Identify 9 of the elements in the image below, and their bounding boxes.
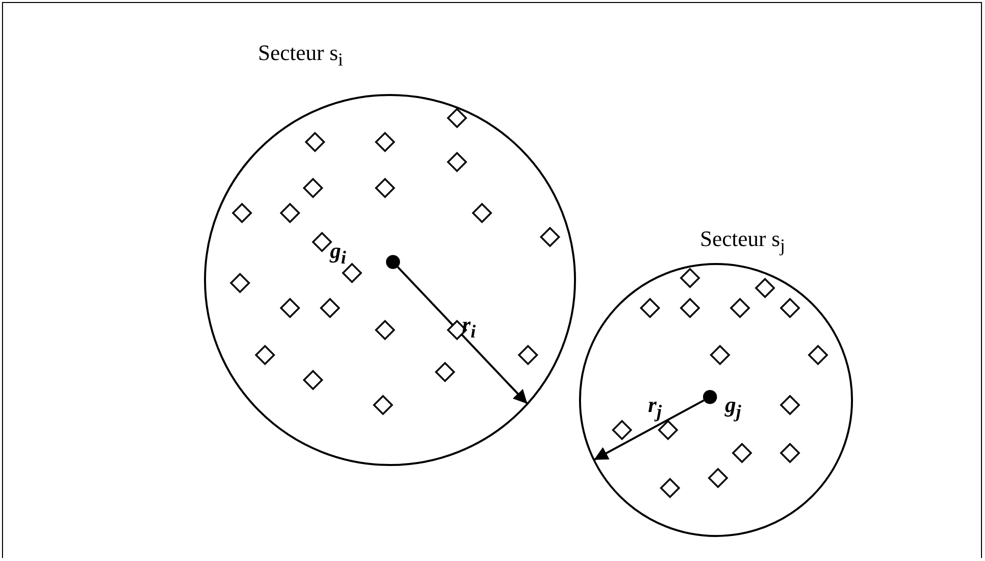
radius-arrow	[397, 266, 528, 405]
centroid-label: g$_{i}$	[330, 238, 346, 268]
edge-label: r$_{j}$	[648, 392, 662, 422]
centroid-dot	[703, 390, 717, 404]
centroid-label: g$_{j}$	[725, 392, 742, 422]
sector-heading: Secteur s$_{i}$	[258, 40, 344, 70]
centroid-dot	[386, 255, 400, 269]
radius-arrow	[593, 399, 704, 461]
sector-heading: Secteur s$_{j}$	[700, 226, 786, 256]
